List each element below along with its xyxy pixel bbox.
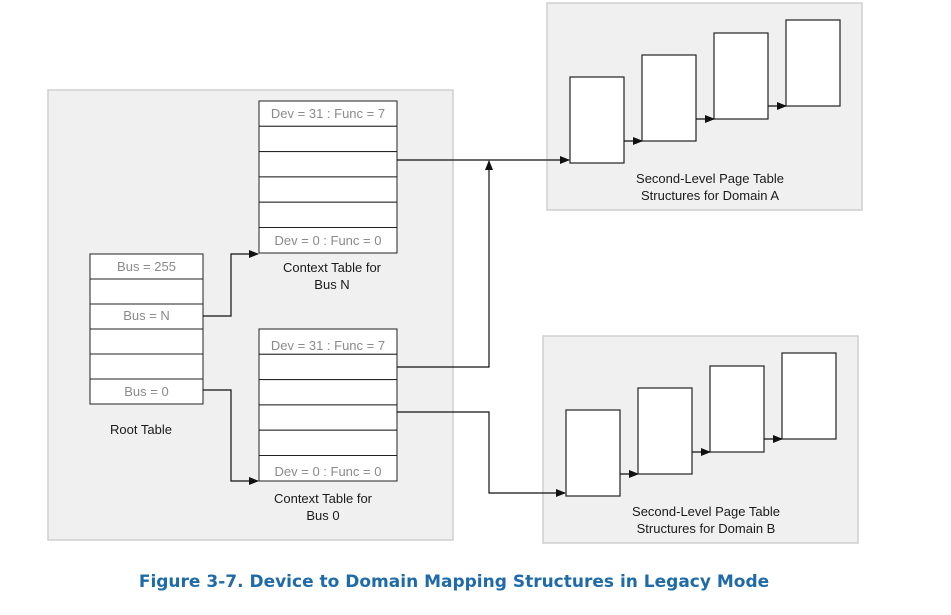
context-entry bbox=[258, 404, 398, 431]
root-entry-label: Bus = N bbox=[123, 308, 170, 323]
page-table-level-1 bbox=[565, 409, 621, 497]
root-entry-empty bbox=[89, 353, 204, 380]
context-table-bus-0-label: Context Table for bbox=[274, 491, 373, 506]
context-table-bus-n-label: Bus N bbox=[314, 277, 349, 292]
root-entry-bus-255 bbox=[89, 253, 204, 280]
root-entry-empty bbox=[89, 278, 204, 305]
context-table-bus-0-label: Bus 0 bbox=[306, 508, 339, 523]
root-entry-label: Bus = 255 bbox=[117, 259, 176, 274]
context-entry-label: Dev = 31 : Func = 7 bbox=[271, 338, 385, 353]
context-entry-label: Dev = 0 : Func = 0 bbox=[275, 233, 382, 248]
context-0-to-domain-a-arrow bbox=[397, 160, 493, 368]
context-0-to-domain-b-arrow bbox=[397, 411, 566, 497]
root-entry-label: Bus = 0 bbox=[124, 384, 168, 399]
context-entry bbox=[258, 353, 398, 381]
bus-0-to-context-arrow bbox=[203, 389, 259, 485]
context-entry bbox=[258, 125, 398, 153]
context-entry-label: Dev = 31 : Func = 7 bbox=[271, 106, 385, 121]
context-entry bbox=[258, 379, 398, 406]
page-table-level-4 bbox=[785, 19, 841, 107]
domain-b-label: Second-Level Page Table bbox=[632, 504, 780, 519]
domain-a-label: Second-Level Page Table bbox=[636, 171, 784, 186]
page-table-level-1 bbox=[569, 76, 625, 164]
context-entry bbox=[258, 151, 398, 178]
root-entry-bus-0 bbox=[89, 378, 204, 405]
context-entry bbox=[258, 227, 398, 254]
figure-caption: Figure 3-7. Device to Domain Mapping Str… bbox=[139, 572, 769, 592]
context-entry bbox=[258, 176, 398, 203]
root-table-label: Root Table bbox=[110, 422, 172, 437]
page-table-level-2 bbox=[637, 387, 693, 475]
context-entry bbox=[258, 201, 398, 228]
domain-a-label: Structures for Domain A bbox=[641, 188, 779, 203]
bus-n-to-context-arrow bbox=[203, 250, 259, 317]
root-table: Bus = 255 Bus = N Bus = 0 bbox=[89, 253, 204, 405]
domain-b-page-tables bbox=[565, 352, 837, 497]
page-table-level-3 bbox=[713, 32, 769, 120]
root-entry-empty bbox=[89, 328, 204, 355]
page-table-level-2 bbox=[641, 54, 697, 142]
page-table-level-3 bbox=[709, 365, 765, 453]
context-entry bbox=[258, 455, 398, 482]
context-entry-label: Dev = 0 : Func = 0 bbox=[275, 464, 382, 479]
context-entry bbox=[258, 429, 398, 457]
domain-a-page-tables bbox=[569, 19, 841, 164]
page-table-level-4 bbox=[781, 352, 837, 440]
context-table-bus-n-label: Context Table for bbox=[283, 260, 382, 275]
context-table-bus-0: Dev = 31 : Func = 7 Dev = 0 : Func = 0 bbox=[258, 328, 398, 482]
context-table-bus-n: Dev = 31 : Func = 7 Dev = 0 : Func = 0 bbox=[258, 100, 398, 254]
domain-b-label: Structures for Domain B bbox=[637, 521, 776, 536]
